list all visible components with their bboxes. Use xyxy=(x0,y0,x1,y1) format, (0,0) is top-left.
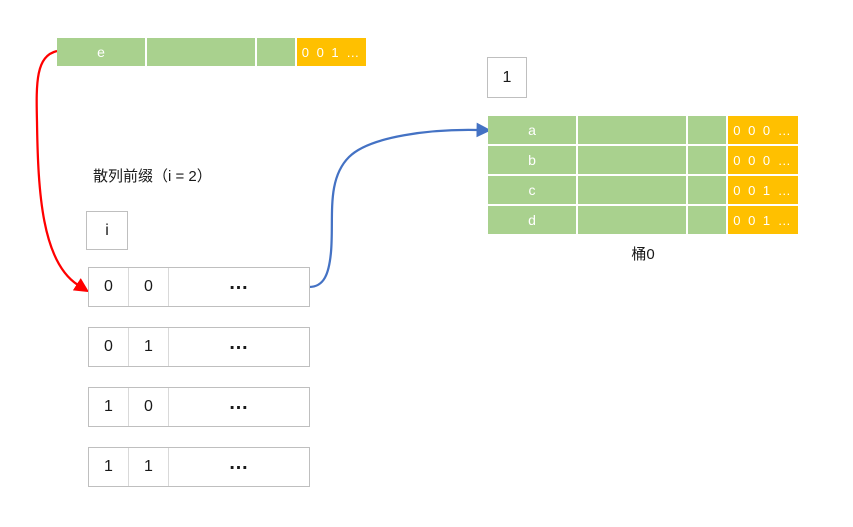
ellipsis: … xyxy=(228,391,250,414)
record-e-empty-cell xyxy=(147,38,255,66)
prefix-bit: 1 xyxy=(89,388,129,426)
record-e-hashbits-cell: 0 0 1 … xyxy=(297,38,366,66)
bucket-empty-cell xyxy=(578,176,686,204)
bucket-empty-cell-small xyxy=(688,146,726,174)
prefix-bit: 0 xyxy=(89,268,129,306)
bucket-key-cell: a xyxy=(488,116,576,144)
bucket-hashbits-cell: 0 0 1 … xyxy=(728,206,798,234)
bucket-depth-box: 1 xyxy=(487,57,527,98)
ellipsis: … xyxy=(228,271,250,294)
prefix-bit: 1 xyxy=(129,448,169,486)
prefix-row-00: 0 0 … xyxy=(88,267,310,307)
prefix-bit: 1 xyxy=(129,328,169,366)
record-e-bar: e 0 0 1 … xyxy=(57,38,366,66)
ellipsis: … xyxy=(228,451,250,474)
bucket0-table: a 0 0 0 … b 0 0 0 … c 0 0 1 … d 0 0 1 … xyxy=(488,116,798,234)
bucket-empty-cell xyxy=(578,116,686,144)
prefix-row-10: 1 0 … xyxy=(88,387,310,427)
prefix-bit: 0 xyxy=(129,388,169,426)
bucket-hashbits-cell: 0 0 1 … xyxy=(728,176,798,204)
bucket-row-d: d 0 0 1 … xyxy=(488,206,798,234)
record-e-key-cell: e xyxy=(57,38,145,66)
bucket-row-b: b 0 0 0 … xyxy=(488,146,798,174)
bucket-empty-cell-small xyxy=(688,116,726,144)
prefix-bit: 0 xyxy=(89,328,129,366)
bucket-empty-cell-small xyxy=(688,206,726,234)
record-e-empty-cell-small xyxy=(257,38,295,66)
bucket-row-a: a 0 0 0 … xyxy=(488,116,798,144)
bucket0-label: 桶0 xyxy=(631,246,655,263)
prefix-row-11: 1 1 … xyxy=(88,447,310,487)
hash-prefix-title: 散列前缀（i = 2） xyxy=(93,168,212,185)
bucket-empty-cell-small xyxy=(688,176,726,204)
bucket-empty-cell xyxy=(578,206,686,234)
bucket-hashbits-cell: 0 0 0 … xyxy=(728,146,798,174)
blue-arrow xyxy=(308,122,492,289)
i-box: i xyxy=(86,211,128,250)
prefix-row-01: 0 1 … xyxy=(88,327,310,367)
prefix-bit: 0 xyxy=(129,268,169,306)
bucket-empty-cell xyxy=(578,146,686,174)
bucket-row-c: c 0 0 1 … xyxy=(488,176,798,204)
red-arrow xyxy=(35,49,90,293)
bucket-key-cell: c xyxy=(488,176,576,204)
prefix-bit: 1 xyxy=(89,448,129,486)
bucket-key-cell: d xyxy=(488,206,576,234)
bucket-hashbits-cell: 0 0 0 … xyxy=(728,116,798,144)
bucket-key-cell: b xyxy=(488,146,576,174)
ellipsis: … xyxy=(228,331,250,354)
